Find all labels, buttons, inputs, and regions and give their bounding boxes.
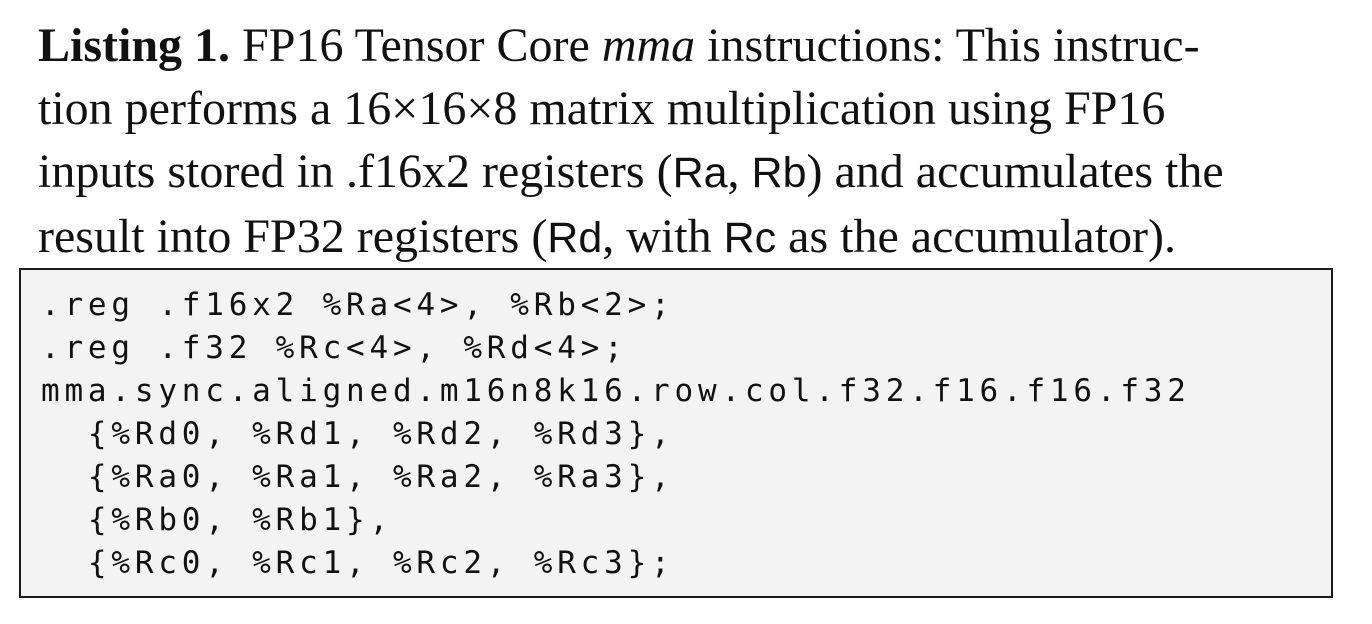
register-name: Ra bbox=[672, 149, 728, 197]
code-line: mma.sync.aligned.m16n8k16.row.col.f32.f1… bbox=[41, 373, 1191, 409]
caption-text: , bbox=[727, 145, 752, 198]
listing-caption: Listing 1. FP16 Tensor Core mma instruct… bbox=[38, 14, 1338, 270]
code-listing: .reg .f16x2 %Ra<4>, %Rb<2>; .reg .f32 %R… bbox=[19, 268, 1333, 598]
caption-text: result into FP32 registers ( bbox=[38, 210, 548, 263]
code-line: .reg .f16x2 %Ra<4>, %Rb<2>; bbox=[41, 287, 675, 323]
caption-text: , with bbox=[602, 210, 724, 263]
register-name: Rd bbox=[547, 214, 603, 262]
code-line: {%Rb0, %Rb1}, bbox=[41, 502, 393, 538]
caption-text: inputs stored in .f16x2 registers ( bbox=[38, 145, 673, 198]
listing-label: Listing 1. bbox=[38, 19, 231, 72]
caption-text: as the accumulator). bbox=[776, 210, 1176, 263]
caption-text: instructions: This instruc- bbox=[695, 19, 1200, 72]
caption-emphasis: mma bbox=[601, 19, 696, 72]
caption-text: ) and accumulates the bbox=[806, 145, 1224, 198]
register-name: Rb bbox=[751, 149, 807, 197]
caption-text: tion performs a 16×16×8 matrix multiplic… bbox=[38, 82, 1166, 135]
code-line: {%Rc0, %Rc1, %Rc2, %Rc3}; bbox=[41, 545, 675, 581]
code-line: {%Ra0, %Ra1, %Ra2, %Ra3}, bbox=[41, 459, 675, 495]
register-name: Rc bbox=[723, 214, 777, 262]
caption-text: FP16 Tensor Core bbox=[230, 19, 602, 72]
code-line: .reg .f32 %Rc<4>, %Rd<4>; bbox=[41, 330, 628, 366]
code-line: {%Rd0, %Rd1, %Rd2, %Rd3}, bbox=[41, 416, 675, 452]
